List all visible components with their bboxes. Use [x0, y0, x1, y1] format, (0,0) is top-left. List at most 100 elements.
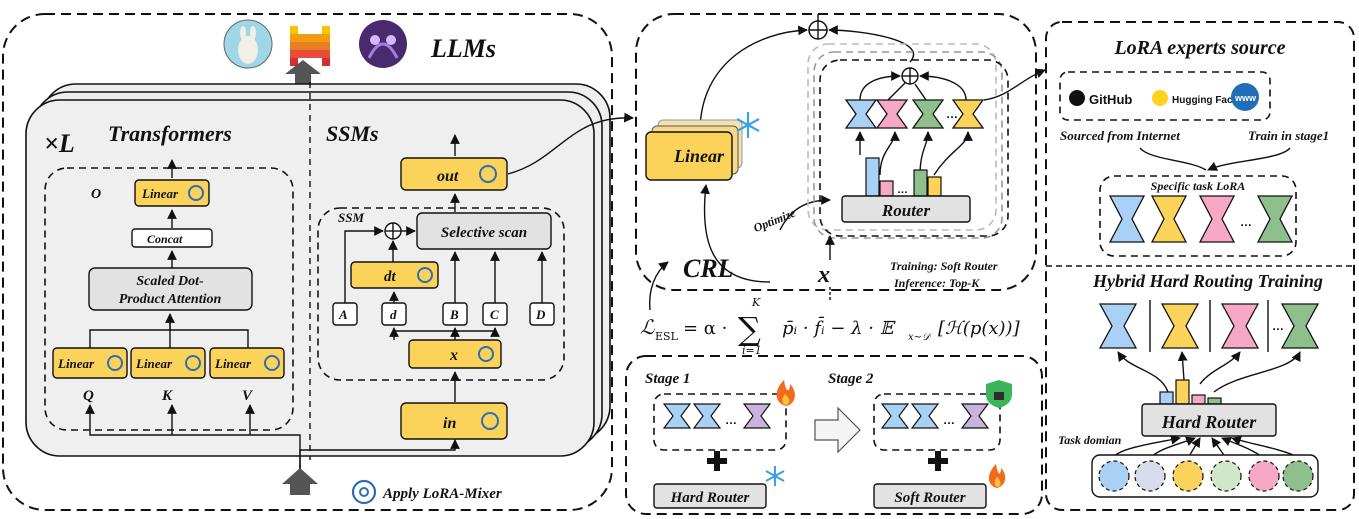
lora-mixer-panel: [635, 13, 1037, 291]
ssm-label: SSM: [338, 210, 364, 225]
in-box: [400, 402, 508, 440]
snowflake-icon: [765, 466, 785, 486]
stage1-hard-router-label: Hard Router: [670, 490, 750, 506]
linear-q-label: Linear: [57, 356, 95, 371]
lora-expert-blue: [1108, 195, 1146, 243]
linear-v-label: Linear: [214, 356, 252, 371]
stage2-experts-box: [873, 393, 1001, 451]
lora-expert-green: [911, 99, 945, 129]
dt-box: [350, 261, 439, 289]
b-label: B: [449, 307, 459, 322]
task-domain-label: Task domian: [1058, 433, 1122, 447]
linear-frozen-box: [645, 131, 733, 181]
up-arrow-icon: [285, 60, 321, 86]
input-arrow-icon: [282, 468, 318, 495]
shield-lock-icon: [986, 380, 1012, 408]
crl-label: CRL: [683, 254, 734, 283]
task-token-pink: [1248, 460, 1280, 492]
router-prob-bar-yellow: [927, 176, 942, 197]
lora-source-panel: [1045, 21, 1355, 511]
lora-expert-blue: [1098, 303, 1138, 349]
plus-icon: [707, 451, 727, 471]
internet-sources-box: [1059, 71, 1271, 121]
router-box: [841, 195, 971, 223]
a-label: A: [338, 307, 348, 322]
svg-text:…: …: [897, 184, 908, 196]
linear-o-box: [134, 179, 210, 207]
lora-expert-green: [1256, 195, 1294, 243]
router-label: Router: [881, 201, 931, 220]
svg-text:p̄ᵢ · f̄ᵢ − λ · 𝔼: p̄ᵢ · f̄ᵢ − λ · 𝔼: [782, 315, 896, 339]
x-box: [408, 339, 502, 369]
selective-scan-label: Selective scan: [441, 225, 527, 241]
stage-panel: [625, 355, 1043, 515]
lora-gear-icon: [479, 165, 497, 183]
svg-text:ℒ: ℒ: [640, 315, 655, 339]
snowflake-icon: [736, 112, 760, 138]
svg-text:∑: ∑: [738, 310, 761, 348]
ssms-title: SSMs: [326, 121, 379, 146]
stage2-soft-router-label: Soft Router: [894, 490, 965, 506]
svg-text:…: …: [946, 107, 958, 121]
linear-v-box: [209, 347, 285, 379]
lora-expert-yellow: [1160, 303, 1200, 349]
selective-scan-box: [416, 212, 552, 250]
lora-gear-icon: [264, 355, 280, 371]
globe-icon: [1231, 83, 1259, 111]
plus-icon: [928, 451, 948, 471]
svg-text:x∼𝒟: x∼𝒟: [908, 332, 932, 343]
stage1-experts-box: [653, 393, 787, 451]
svg-text:= α ·: = α ·: [683, 318, 727, 339]
svg-text:K: K: [751, 296, 761, 309]
task-token-gray: [1134, 460, 1166, 492]
svg-text:…: …: [943, 413, 955, 427]
lora-gear-icon: [478, 346, 494, 362]
fire-icon: [988, 464, 1006, 488]
inference-label: Inference: Top-K: [893, 276, 980, 290]
svg-text:…: …: [1272, 319, 1284, 333]
huggingface-label: Hugging Face: [1172, 95, 1239, 106]
x-label: x: [449, 347, 458, 364]
concat-label: Concat: [147, 232, 183, 246]
lora-expert-yellow: [1150, 195, 1188, 243]
lora-gear-icon: [351, 479, 377, 505]
specific-task-label: Specific task LoRA: [1151, 179, 1246, 193]
svg-text:…: …: [1240, 215, 1252, 229]
svg-text:ESL: ESL: [655, 330, 679, 343]
svg-text:…: …: [725, 413, 737, 427]
hybrid-hard-router-label: Hard Router: [1161, 412, 1258, 432]
hard-router-bar-blue: [1159, 391, 1174, 405]
llms-title: LLMs: [430, 34, 496, 63]
router-block: [819, 59, 1009, 237]
linear-o-label: Linear: [141, 186, 179, 201]
router-prob-bar-pink: [879, 180, 894, 197]
linear-k-box: [130, 347, 206, 379]
linear-q-box: [52, 347, 128, 379]
linear-frozen-label: Linear: [673, 146, 725, 166]
specific-task-lora-box: [1099, 175, 1297, 257]
stage1-label: Stage 1: [645, 371, 690, 387]
svg-text:[ℋ(p(x))]: [ℋ(p(x))]: [938, 318, 1021, 339]
github-label: GitHub: [1089, 92, 1132, 107]
lora-expert-blue: [844, 99, 878, 129]
www-label: www: [1234, 93, 1257, 103]
lora-expert-pink: [1220, 303, 1260, 349]
sourced-label: Sourced from Internet: [1060, 128, 1180, 143]
concat-box: [131, 228, 213, 248]
hard-router-bar-green: [1207, 397, 1222, 405]
owl-logo-icon: [359, 20, 407, 68]
lora-expert-green: [1280, 303, 1320, 349]
llm-panel-border: [2, 13, 613, 511]
d-label: D: [535, 307, 546, 322]
source-title: LoRA experts source: [1113, 37, 1285, 59]
lora-gear-icon: [417, 267, 433, 283]
lora-gear-icon: [481, 412, 499, 430]
train-stage1-label: Train in stage1: [1248, 128, 1329, 143]
optimize-label: Optimize: [751, 205, 798, 235]
hard-router-bar-pink: [1191, 394, 1206, 405]
d-small-label: d: [390, 307, 397, 322]
stage2-soft-router-box: [873, 483, 987, 509]
ssm-block: [317, 207, 565, 381]
stage1-hard-router-box: [653, 483, 767, 509]
